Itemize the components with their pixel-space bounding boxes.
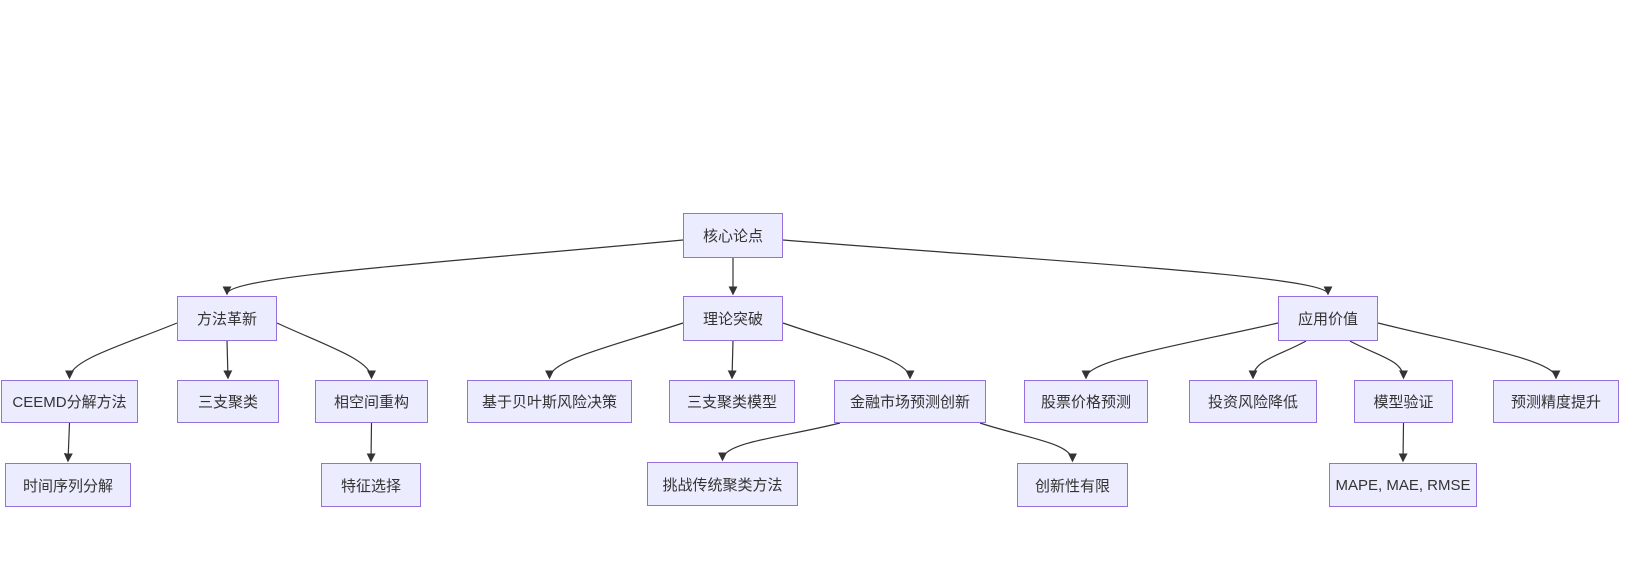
node-fin-market: 金融市场预测创新	[834, 380, 986, 423]
node-label: 金融市场预测创新	[849, 394, 970, 411]
node-feature-select: 特征选择	[321, 463, 421, 507]
node-bayes-risk: 基于贝叶斯风险决策	[467, 380, 632, 423]
node-ceemd: CEEMD分解方法	[1, 380, 138, 423]
node-label: 相空间重构	[333, 394, 409, 411]
edge-root-to-application	[782, 239, 1333, 296]
node-label: MAPE, MAE, RMSE	[1335, 476, 1471, 494]
node-theory: 理论突破	[683, 296, 783, 341]
node-label: 核心论点	[702, 228, 763, 245]
edge-application-to-stock-price	[1081, 322, 1279, 380]
node-model-valid: 模型验证	[1354, 380, 1453, 423]
edge-ceemd-to-ts-decomp	[63, 422, 73, 463]
node-three-way-cluster: 三支聚类	[177, 380, 279, 423]
edge-application-to-invest-risk	[1248, 340, 1307, 380]
node-label: 模型验证	[1373, 394, 1434, 411]
node-label: 特征选择	[340, 477, 401, 495]
node-label: 时间序列分解	[22, 477, 113, 495]
edge-application-to-model-valid	[1349, 340, 1408, 380]
edge-fin-market-to-challenge-cluster	[718, 422, 841, 462]
edge-model-valid-to-metrics	[1398, 422, 1408, 463]
node-phase-space: 相空间重构	[315, 380, 428, 423]
node-challenge-cluster: 挑战传统聚类方法	[647, 462, 798, 506]
edge-method-to-three-way-cluster	[223, 340, 233, 380]
node-label: 预测精度提升	[1510, 394, 1601, 411]
node-label: 方法革新	[196, 311, 257, 328]
edge-theory-to-fin-market	[782, 322, 915, 380]
node-accuracy: 预测精度提升	[1493, 380, 1619, 423]
node-label: CEEMD分解方法	[12, 394, 127, 411]
node-metrics: MAPE, MAE, RMSE	[1329, 463, 1477, 507]
edge-theory-to-bayes-risk	[545, 322, 684, 380]
edge-application-to-accuracy	[1377, 322, 1561, 380]
node-invest-risk: 投资风险降低	[1189, 380, 1317, 423]
node-label: 三支聚类模型	[686, 394, 777, 411]
node-label: 挑战传统聚类方法	[662, 476, 783, 494]
node-ts-decomp: 时间序列分解	[5, 463, 131, 507]
node-limited-innovation: 创新性有限	[1017, 463, 1128, 507]
node-stock-price: 股票价格预测	[1024, 380, 1148, 423]
node-label: 应用价值	[1297, 311, 1358, 328]
node-label: 理论突破	[702, 311, 763, 328]
edge-root-to-method	[222, 239, 684, 296]
edge-fin-market-to-limited-innovation	[979, 422, 1077, 463]
node-label: 三支聚类	[197, 394, 258, 411]
node-label: 投资风险降低	[1207, 394, 1298, 411]
node-twc-model: 三支聚类模型	[669, 380, 795, 423]
node-application: 应用价值	[1278, 296, 1378, 341]
edge-theory-to-twc-model	[727, 340, 737, 380]
node-label: 创新性有限	[1034, 477, 1110, 495]
edge-phase-space-to-feature-select	[366, 422, 376, 463]
node-method: 方法革新	[177, 296, 277, 341]
node-root: 核心论点	[683, 213, 783, 258]
node-label: 股票价格预测	[1040, 394, 1131, 411]
edge-method-to-ceemd	[65, 322, 178, 380]
edge-method-to-phase-space	[276, 322, 376, 380]
node-label: 基于贝叶斯风险决策	[481, 394, 617, 411]
